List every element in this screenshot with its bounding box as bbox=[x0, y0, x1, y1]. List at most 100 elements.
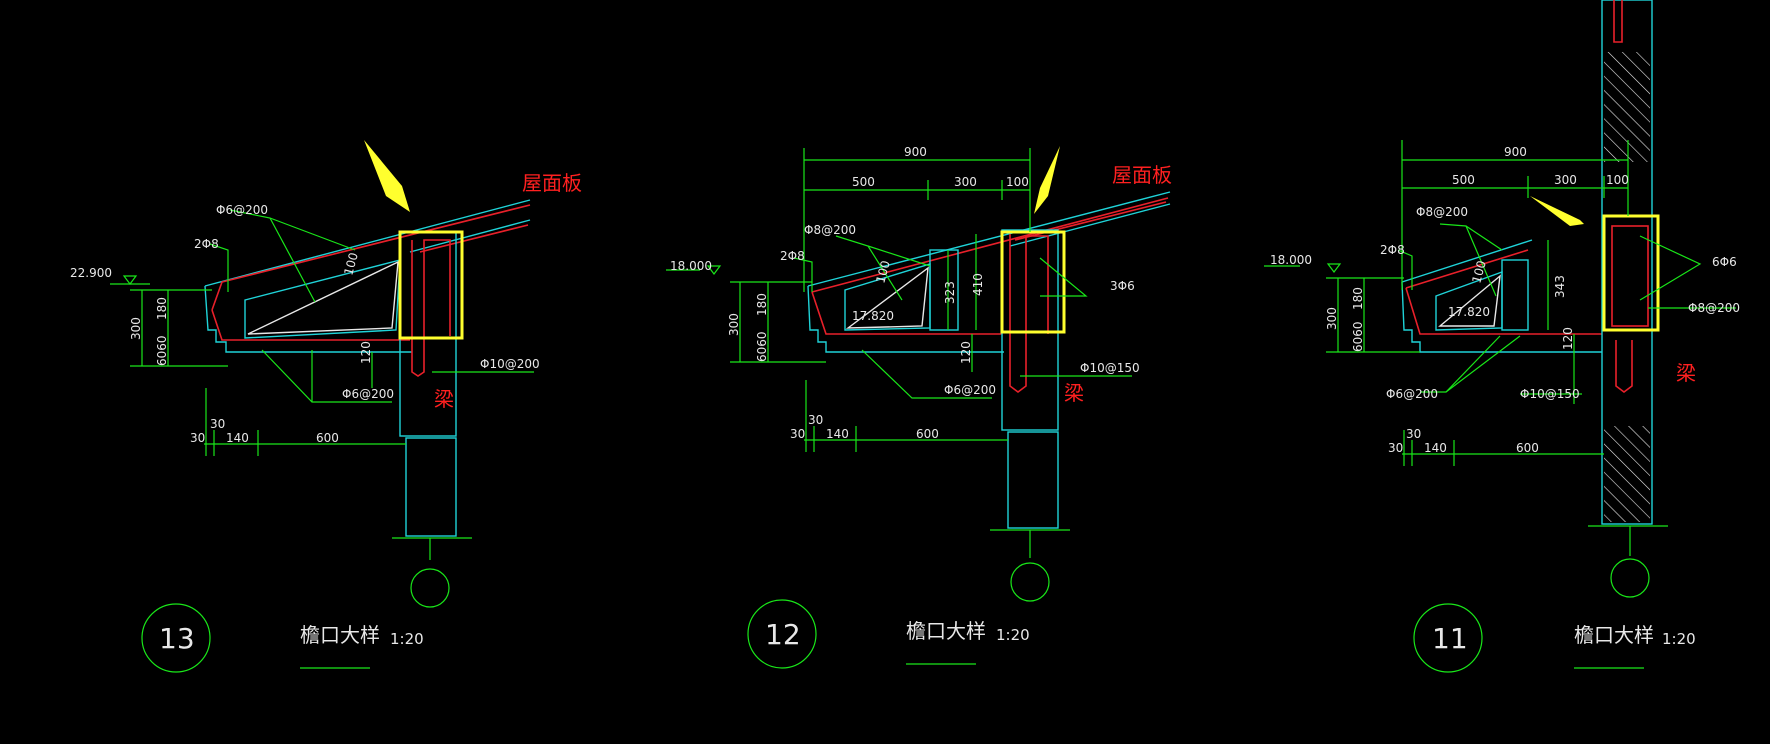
dim-180: 180 bbox=[155, 297, 169, 320]
beam-label: 梁 bbox=[1064, 381, 1084, 405]
roof-bottom-rebar bbox=[1014, 201, 1167, 241]
beam-label: 梁 bbox=[434, 387, 454, 411]
dim-300-top: 300 bbox=[1554, 173, 1577, 187]
column-rebar-top bbox=[1613, 0, 1623, 43]
dim-600: 600 bbox=[916, 427, 939, 441]
axis-circle bbox=[1610, 558, 1650, 598]
dim-120: 120 bbox=[1561, 327, 1575, 350]
axis-circle bbox=[1010, 562, 1050, 602]
eave-hatch bbox=[1501, 259, 1529, 331]
leader-beam-bars bbox=[1639, 235, 1702, 301]
eave-void bbox=[845, 266, 929, 329]
eave-bottom-rebar bbox=[811, 291, 1002, 335]
axis-circle bbox=[410, 568, 450, 608]
elevation-label: 18.000 bbox=[670, 259, 712, 273]
dim-180: 180 bbox=[1351, 287, 1365, 310]
dim-600: 600 bbox=[1516, 441, 1539, 455]
detail-11: 梁 18.000 17.820 Φ8@200 2Φ8 Φ6@200 Φ10@15… bbox=[1264, 0, 1740, 673]
rebar-bottom-label: Φ6@200 bbox=[1386, 387, 1438, 401]
detail-number: 12 bbox=[765, 618, 801, 651]
elev-marker bbox=[1326, 263, 1342, 273]
detail-title: 檐口大样 bbox=[1574, 623, 1654, 647]
roof-slab-top-line bbox=[1401, 239, 1533, 283]
eave-void bbox=[1438, 274, 1501, 327]
dim-6060: 6060 bbox=[755, 331, 769, 362]
rebar-beam-label: Φ10@200 bbox=[480, 357, 540, 371]
rebar-top-label: Φ6@200 bbox=[216, 203, 268, 217]
dim-300: 300 bbox=[727, 313, 741, 336]
dim-100: 100 bbox=[341, 251, 360, 277]
elev-marker bbox=[122, 275, 138, 285]
detail-13: 屋面板 梁 22.900 Φ6@200 2Φ8 Φ6@200 Φ10@200 6… bbox=[70, 140, 582, 673]
dim-30b: 30 bbox=[1406, 427, 1421, 441]
beam-label: 梁 bbox=[1676, 361, 1696, 385]
dim-30b: 30 bbox=[808, 413, 823, 427]
dim-900: 900 bbox=[1504, 145, 1527, 159]
beam-stirrup bbox=[1611, 225, 1649, 327]
dim-300-top: 300 bbox=[954, 175, 977, 189]
dim-323: 323 bbox=[943, 281, 957, 304]
roof-top-rebar bbox=[1405, 249, 1529, 289]
dim-120: 120 bbox=[359, 341, 373, 364]
roof-slab-bottom-line bbox=[1009, 203, 1171, 247]
inner-elevation-label: 17.820 bbox=[852, 309, 894, 323]
dim-30a: 30 bbox=[190, 431, 205, 445]
elevation-label: 18.000 bbox=[1270, 253, 1312, 267]
column-hatch-top bbox=[1604, 52, 1650, 162]
leader-beam-bars bbox=[1039, 257, 1088, 297]
rebar-beam-bars-label: 3Φ6 bbox=[1110, 279, 1135, 293]
rebar-bottom-label: Φ6@200 bbox=[342, 387, 394, 401]
rebar-beam-top-label: Φ8@200 bbox=[1688, 301, 1740, 315]
detail-number-circle bbox=[1413, 603, 1483, 673]
dim-6060: 6060 bbox=[1351, 321, 1365, 352]
roof-top-rebar bbox=[211, 204, 531, 311]
elev-marker bbox=[706, 265, 722, 275]
dim-140: 140 bbox=[826, 427, 849, 441]
rebar-corner-label: 2Φ8 bbox=[1380, 243, 1405, 257]
roof-label: 屋面板 bbox=[1112, 163, 1172, 187]
highlight-box bbox=[1602, 214, 1660, 332]
dim-140: 140 bbox=[226, 431, 249, 445]
eave-inner-outline bbox=[244, 259, 401, 339]
detail-scale: 1:20 bbox=[1662, 630, 1696, 648]
beam-stirrup bbox=[1009, 234, 1049, 393]
wall-hatch bbox=[405, 437, 457, 537]
leader-top-rebar-2 bbox=[1465, 225, 1503, 251]
roof-slab-top-line bbox=[807, 191, 1171, 287]
detail-12: 屋面板 梁 18.000 17.820 Φ8@200 2Φ8 Φ6@200 Φ1… bbox=[666, 145, 1172, 669]
rebar-corner-label: 2Φ8 bbox=[780, 249, 805, 263]
rebar-beam-label: Φ10@150 bbox=[1080, 361, 1140, 375]
roof-slab-top-line bbox=[204, 199, 531, 287]
dim-100: 100 bbox=[873, 259, 892, 285]
leader-corner bbox=[793, 257, 813, 292]
inner-elevation-label: 17.820 bbox=[1448, 305, 1490, 319]
arrow-icon bbox=[1530, 196, 1584, 226]
dim-343: 343 bbox=[1553, 275, 1567, 298]
wall-hatch bbox=[1007, 431, 1059, 529]
rebar-bottom-label: Φ6@200 bbox=[944, 383, 996, 397]
arrow-icon bbox=[1034, 146, 1060, 214]
dim-410: 410 bbox=[971, 273, 985, 296]
roof-label: 屋面板 bbox=[522, 171, 582, 195]
dim-100-top: 100 bbox=[1606, 173, 1629, 187]
leader-corner bbox=[209, 243, 229, 292]
dim-30b: 30 bbox=[210, 417, 225, 431]
beam-hook bbox=[1615, 340, 1633, 393]
dim-600: 600 bbox=[316, 431, 339, 445]
eave-bottom-rebar bbox=[1405, 287, 1602, 335]
arrow-icon bbox=[364, 140, 410, 212]
roof-top-rebar bbox=[811, 197, 1169, 293]
dim-100-top: 100 bbox=[1006, 175, 1029, 189]
dim-30a: 30 bbox=[1388, 441, 1403, 455]
leader-top-rebar-2 bbox=[867, 245, 931, 267]
dim-120: 120 bbox=[959, 341, 973, 364]
dim-500: 500 bbox=[852, 175, 875, 189]
dim-30a: 30 bbox=[790, 427, 805, 441]
rebar-top-label: Φ8@200 bbox=[804, 223, 856, 237]
elevation-label: 22.900 bbox=[70, 266, 112, 280]
leader-corner bbox=[1397, 249, 1413, 290]
beam-stirrup bbox=[411, 239, 451, 377]
rebar-beam-label: Φ10@150 bbox=[1520, 387, 1580, 401]
detail-scale: 1:20 bbox=[390, 630, 424, 648]
leader-bottom bbox=[1420, 335, 1521, 393]
